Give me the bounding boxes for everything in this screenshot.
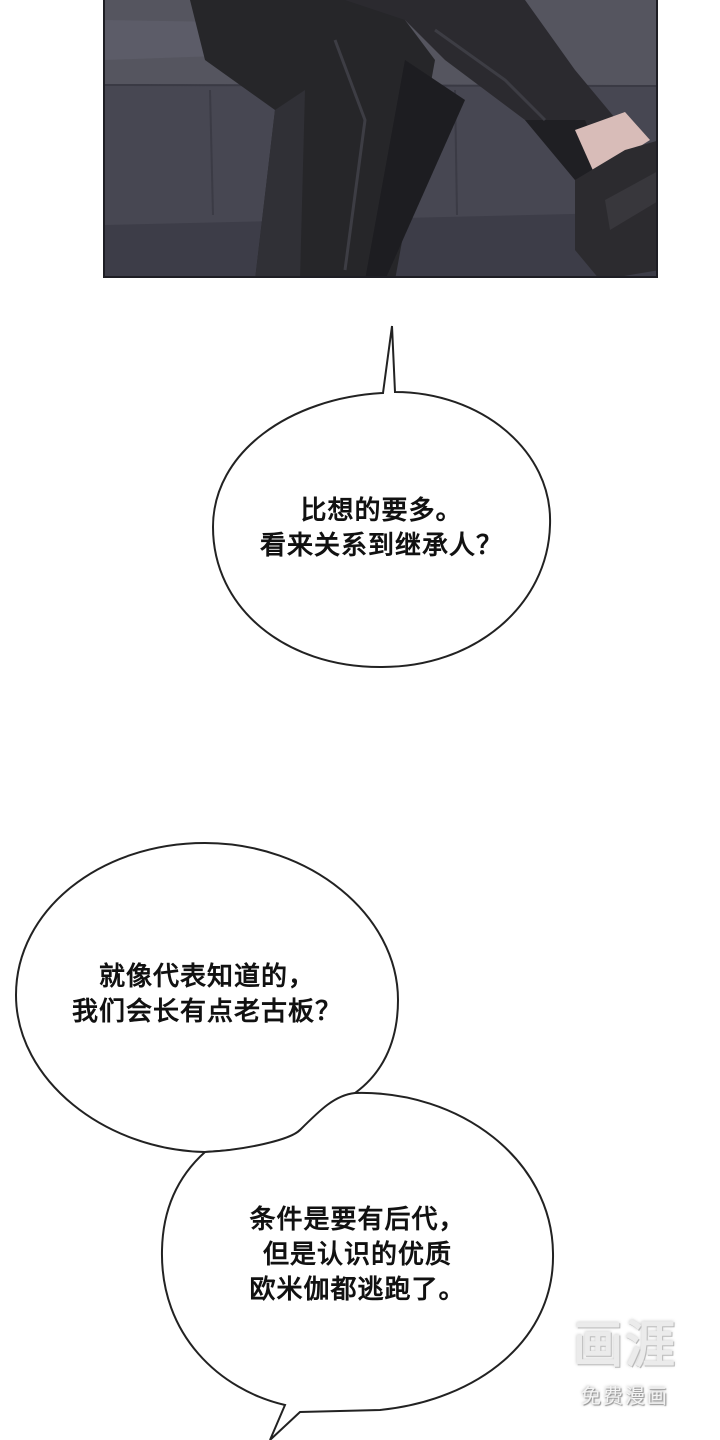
comic-panel-illustration (103, 0, 658, 278)
watermark-logo: 画涯 (573, 1316, 677, 1374)
speech-bubble-1-text: 比想的要多。 看来关系到继承人？ (215, 494, 548, 564)
site-watermark: 画涯 免费漫画 (560, 1316, 690, 1426)
speech-bubble-3-text: 条件是要有后代， 但是认识的优质 欧米伽都逃跑了。 (170, 1203, 545, 1308)
bubble-3-line-2: 但是认识的优质 (262, 1240, 452, 1270)
bubble-3-line-3: 欧米伽都逃跑了。 (249, 1275, 466, 1305)
speech-bubble-2-text: 就像代表知道的， 我们会长有点老古板？ (18, 960, 396, 1030)
bubble-3-line-1: 条件是要有后代， (249, 1205, 466, 1235)
watermark-subtitle: 免费漫画 (581, 1384, 669, 1408)
bubble-2-line-2: 我们会长有点老古板？ (71, 997, 342, 1027)
bubble-1-line-2: 看来关系到继承人？ (259, 531, 503, 561)
bubble-1-line-1: 比想的要多。 (300, 496, 463, 526)
bubble-2-line-1: 就像代表知道的， (98, 962, 315, 992)
